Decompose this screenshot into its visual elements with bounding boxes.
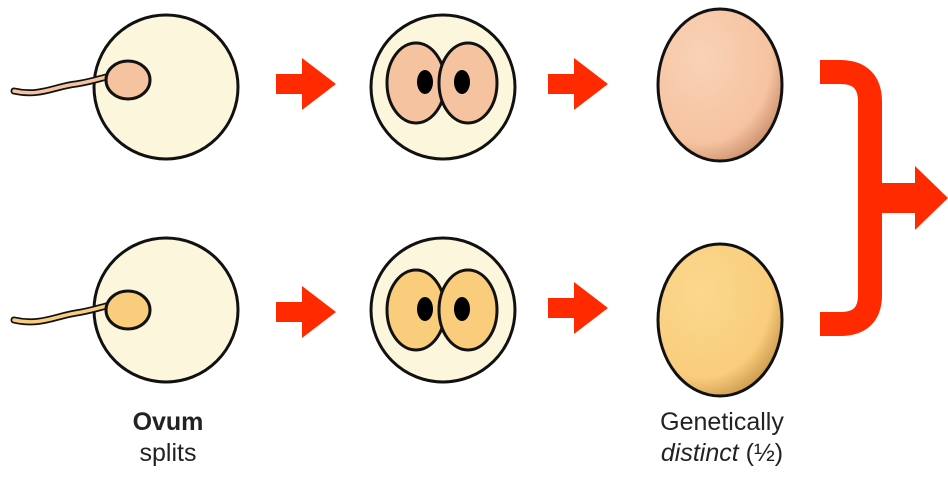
nucleus xyxy=(417,70,433,94)
ovum-circle xyxy=(92,13,240,161)
nucleus xyxy=(454,297,470,321)
ovum-bottom xyxy=(10,236,240,384)
ovum-top xyxy=(10,13,240,161)
genetic-title: Genetically xyxy=(660,408,784,436)
genetic-caption: Genetically distinct (½) xyxy=(612,407,832,469)
genetic-subtitle: distinct (½) xyxy=(612,438,832,469)
top-row xyxy=(10,7,784,163)
ovum-title: Ovum xyxy=(132,408,204,436)
ovum-caption: Ovum splits xyxy=(88,407,248,469)
right-arrow-icon xyxy=(276,286,336,338)
embryo-top xyxy=(656,7,784,163)
sperm-icon xyxy=(10,59,152,101)
half-fraction: (½) xyxy=(738,439,784,467)
embryo-cell xyxy=(385,41,447,125)
split-cell-bottom xyxy=(369,236,517,384)
right-arrow-icon xyxy=(548,282,608,334)
split-cell-top xyxy=(369,13,517,161)
right-arrow-icon xyxy=(548,58,608,110)
sperm-icon xyxy=(10,289,152,331)
nucleus xyxy=(454,70,470,94)
ovum-subtitle: splits xyxy=(139,439,197,467)
bottom-row xyxy=(10,236,784,398)
embryo-bottom xyxy=(656,242,784,398)
nucleus xyxy=(417,297,433,321)
right-arrow-icon xyxy=(276,58,336,110)
embryo-cell xyxy=(385,268,447,352)
distinct-word: distinct xyxy=(660,439,739,467)
bracket-arrow-icon xyxy=(820,60,948,336)
